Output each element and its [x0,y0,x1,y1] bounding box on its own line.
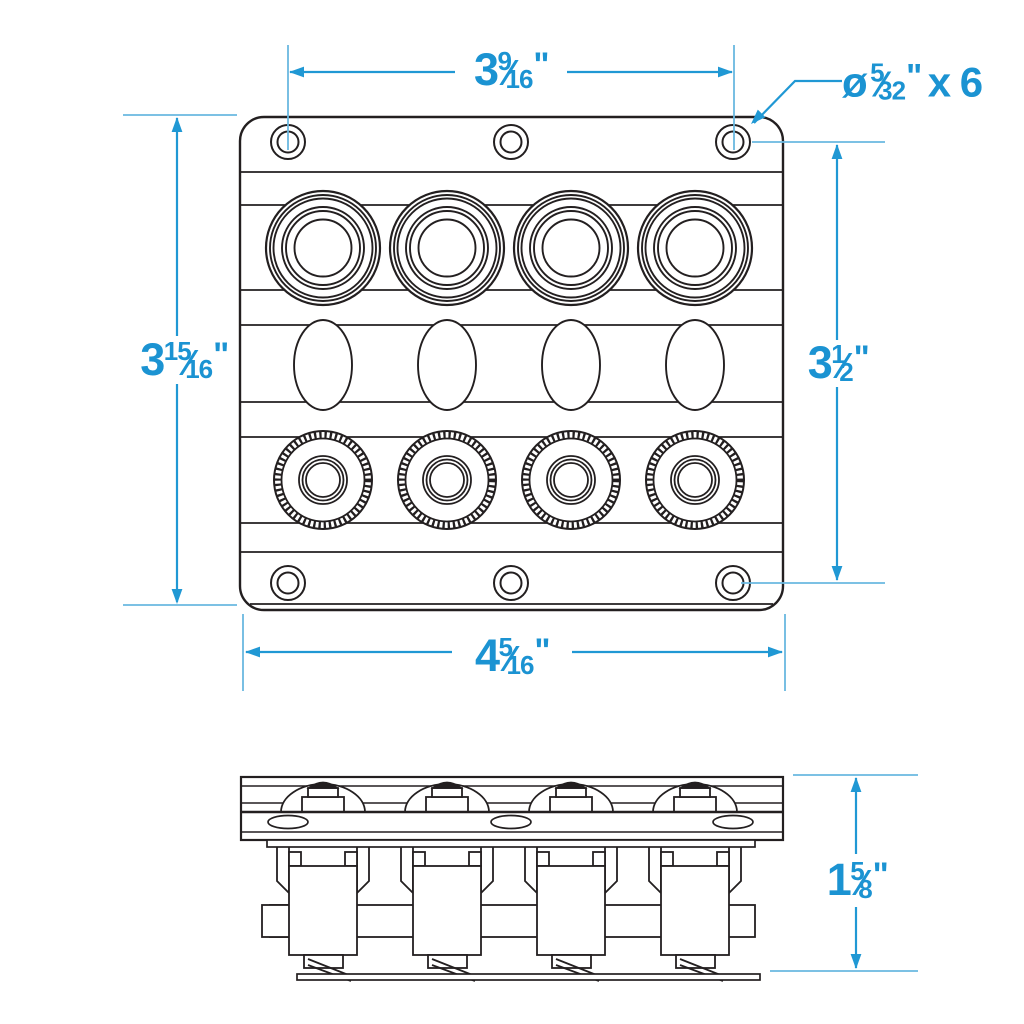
arrow-up [831,144,843,159]
arrow-left [245,646,260,658]
dim-left-height-label: 315⁄16" [140,334,229,385]
dimension-annotations [123,45,918,972]
switch-body-assembly [524,847,618,982]
arrow-up [850,777,862,792]
mounting-hole [270,565,306,601]
plate-flange [266,839,756,848]
breaker-bezel-row [264,189,754,307]
plate-slot [490,814,532,830]
knurled-cap-row [273,430,745,530]
switch-body-assembly [400,847,494,982]
plate-slot [267,814,309,830]
extension-lines [123,45,918,972]
rocker-oval [293,319,353,411]
arrow-up [171,117,183,132]
callout-leader-line [753,79,842,124]
dimension-arrows [171,66,862,969]
arrow-right [768,646,783,658]
callout-arrow [751,109,766,124]
mounting-hole [493,124,529,160]
knurled-cap [645,430,745,530]
mounting-hole [715,565,751,601]
arrow-left [289,66,304,78]
breaker-bezel [388,189,506,307]
side-view [239,775,785,982]
dim-side-height-label: 15⁄8" [826,854,889,905]
rocker-oval [665,319,725,411]
dim-right-height-label: 31⁄2" [807,337,870,388]
arrow-down [831,566,843,581]
rocker-oval [417,319,477,411]
side-plate [239,775,785,848]
switch-body-assembly [276,847,370,982]
mounting-holes [270,124,751,601]
front-view [238,115,785,612]
mounting-hole [493,565,529,601]
rocker-oval [541,319,601,411]
mounting-hole [715,124,751,160]
arrow-right [718,66,733,78]
arrow-down [171,589,183,604]
dim-bottom-width-label: 45⁄16" [474,630,551,681]
knurled-cap [273,430,373,530]
switch-domes [280,781,738,813]
switch-body-assembly [648,847,742,982]
breaker-bezel [512,189,630,307]
terminal-strip [296,973,761,981]
knurled-cap [521,430,621,530]
side-tab [261,904,291,938]
breaker-bezel [264,189,382,307]
breaker-bezel [636,189,754,307]
rocker-oval-row [293,319,725,411]
knurled-cap [397,430,497,530]
plate-slot [712,814,754,830]
switch-bodies [276,847,742,982]
dim-top-width-label: 39⁄16" [473,44,550,95]
arrow-down [850,954,862,969]
